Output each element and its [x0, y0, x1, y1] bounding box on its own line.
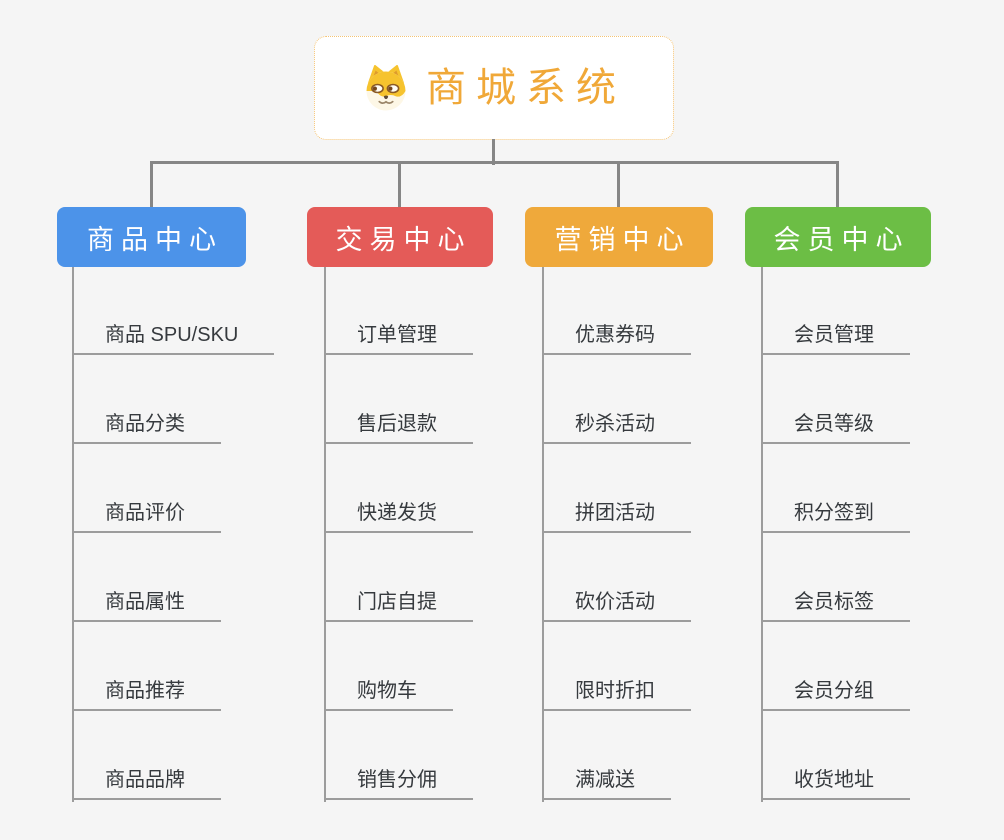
- child-topic[interactable]: 会员分组: [761, 671, 910, 711]
- branch-node-member-center[interactable]: 会员中心: [745, 207, 931, 267]
- branch-node-product-center[interactable]: 商品中心: [57, 207, 246, 267]
- child-topic[interactable]: 会员等级: [761, 404, 910, 444]
- child-topic[interactable]: 商品品牌: [72, 760, 221, 800]
- child-topic[interactable]: 秒杀活动: [542, 404, 691, 444]
- child-topic[interactable]: 销售分佣: [324, 760, 473, 800]
- child-topic[interactable]: 收货地址: [761, 760, 910, 800]
- child-topic[interactable]: 砍价活动: [542, 582, 691, 622]
- branch-node-marketing-center[interactable]: 营销中心: [525, 207, 713, 267]
- dog-face-icon: [366, 65, 406, 111]
- root-topic[interactable]: 商城系统: [314, 36, 674, 140]
- children-spine-line: [761, 267, 763, 802]
- child-topic[interactable]: 满减送: [542, 760, 671, 800]
- child-topic[interactable]: 售后退款: [324, 404, 473, 444]
- children-spine-line: [324, 267, 326, 802]
- root-topic-title: 商城系统: [426, 66, 626, 110]
- child-topic[interactable]: 订单管理: [324, 315, 473, 355]
- child-topic[interactable]: 会员管理: [761, 315, 910, 355]
- connector-drop-marketing: [617, 161, 620, 209]
- child-topic[interactable]: 商品属性: [72, 582, 221, 622]
- children-spine-line: [72, 267, 74, 802]
- child-topic[interactable]: 会员标签: [761, 582, 910, 622]
- child-topic[interactable]: 门店自提: [324, 582, 473, 622]
- child-topic[interactable]: 限时折扣: [542, 671, 691, 711]
- connector-root-stub: [492, 139, 495, 165]
- child-topic[interactable]: 商品评价: [72, 493, 221, 533]
- child-topic[interactable]: 购物车: [324, 671, 453, 711]
- child-topic[interactable]: 优惠券码: [542, 315, 691, 355]
- child-topic[interactable]: 商品分类: [72, 404, 221, 444]
- connector-horizontal-bar: [150, 161, 839, 164]
- child-topic[interactable]: 商品 SPU/SKU: [72, 315, 275, 355]
- branch-node-trade-center[interactable]: 交易中心: [307, 207, 493, 267]
- children-spine-line: [542, 267, 544, 802]
- child-topic[interactable]: 积分签到: [761, 493, 910, 533]
- connector-drop-product: [150, 161, 153, 209]
- child-topic[interactable]: 拼团活动: [542, 493, 691, 533]
- child-topic[interactable]: 快递发货: [324, 493, 473, 533]
- connector-drop-member: [836, 161, 839, 209]
- connector-drop-trade: [398, 161, 401, 209]
- child-topic[interactable]: 商品推荐: [72, 671, 221, 711]
